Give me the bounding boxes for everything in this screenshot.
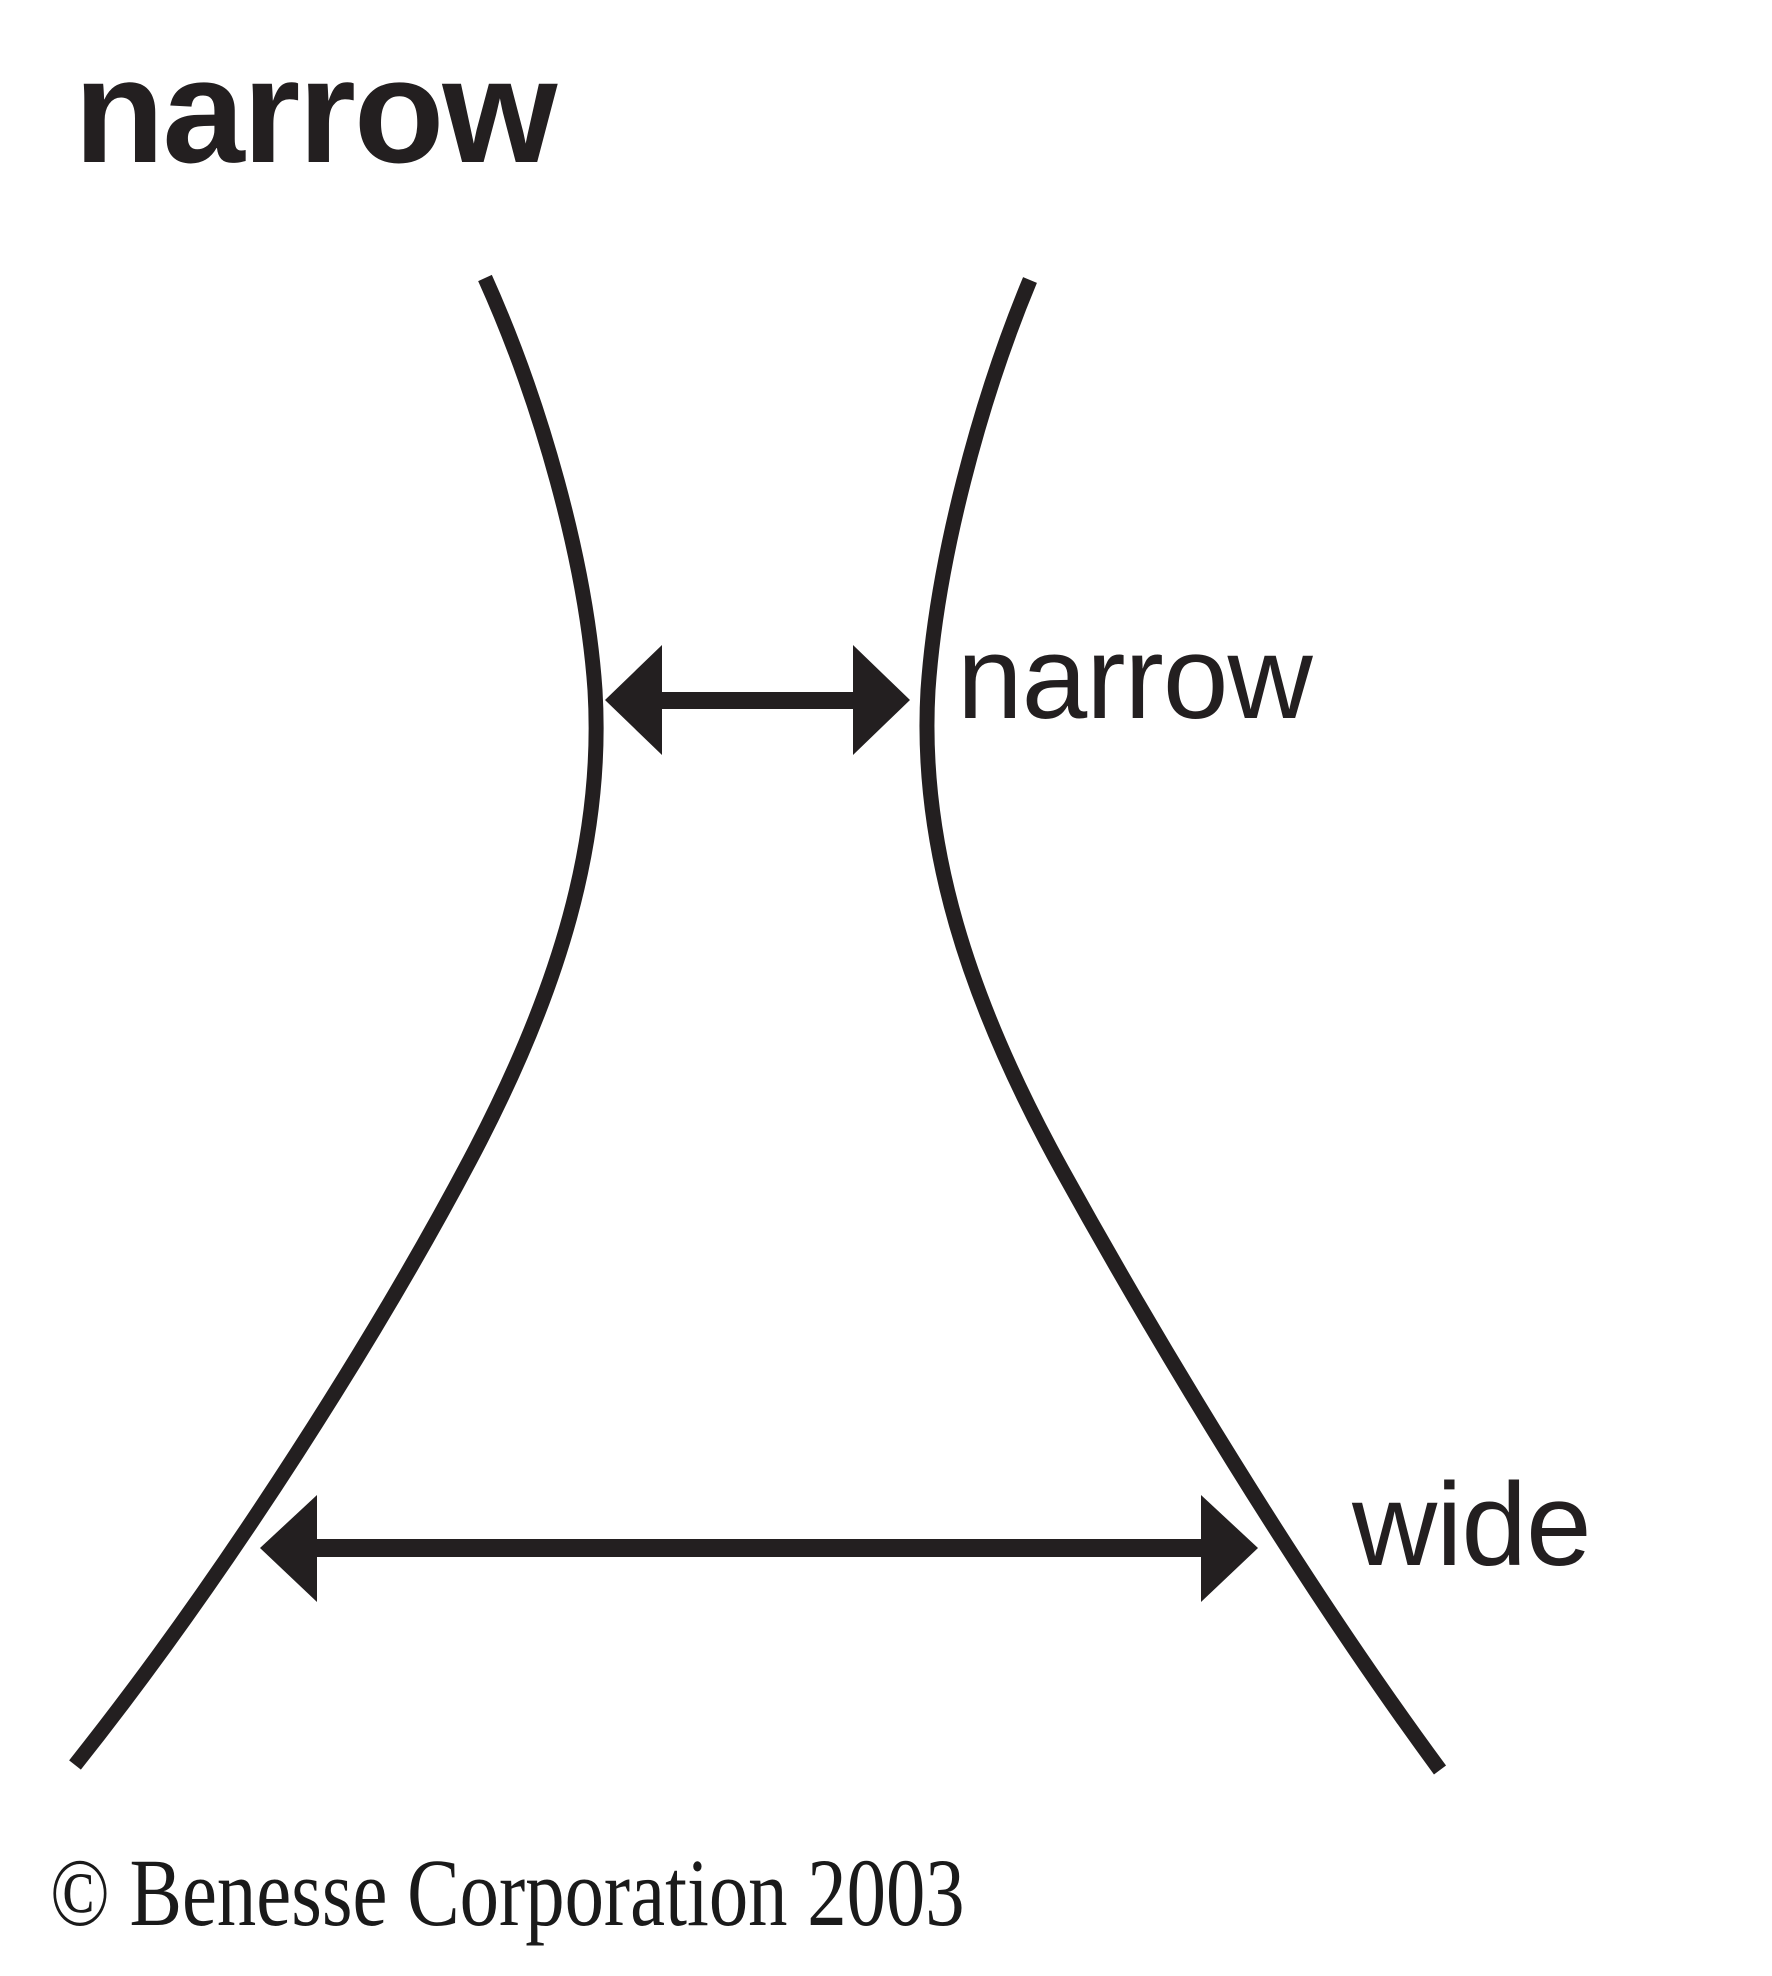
narrow-measure-arrow — [605, 645, 910, 755]
wide-arrow-head-left — [260, 1495, 317, 1602]
wide-arrow-shaft — [305, 1539, 1215, 1557]
copyright-notice: © Benesse Corporation 2003 — [50, 1839, 965, 1946]
narrow-arrow-shaft — [650, 692, 865, 709]
narrow-measure-label: narrow — [957, 612, 1313, 744]
left-profile-curve — [69, 274, 604, 1770]
page-title: narrow — [74, 29, 557, 194]
narrow-arrow-head-right — [853, 645, 910, 755]
narrow-arrow-head-left — [605, 645, 662, 755]
wide-measure-arrow — [260, 1495, 1258, 1602]
wide-arrow-head-right — [1201, 1495, 1258, 1602]
right-profile-curve — [919, 277, 1447, 1775]
wide-measure-label: wide — [1352, 1459, 1592, 1591]
